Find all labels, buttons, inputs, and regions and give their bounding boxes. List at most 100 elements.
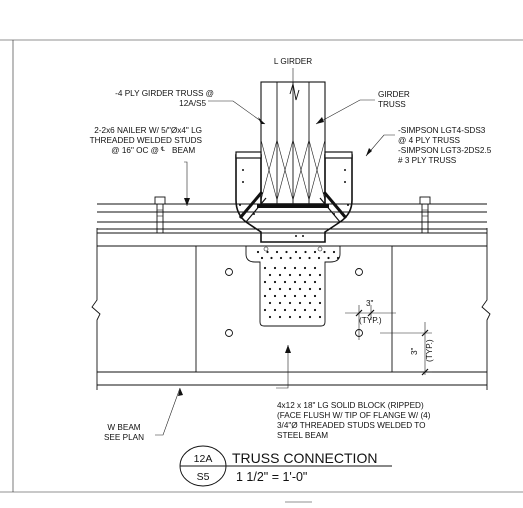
nail-dot xyxy=(298,287,302,291)
nail-dot xyxy=(278,287,282,291)
nail-dot xyxy=(273,280,277,284)
nail-dot xyxy=(303,308,307,312)
nail-dot xyxy=(332,250,336,254)
nail-dot xyxy=(268,315,272,319)
detail-title: TRUSS CONNECTION xyxy=(232,450,377,466)
nail-dot xyxy=(293,308,297,312)
girder-truss-label-1: GIRDER xyxy=(378,90,410,99)
girder-truss-label-2: TRUSS xyxy=(378,100,406,109)
nail-dot xyxy=(313,308,317,312)
nail-dot xyxy=(323,250,326,254)
nail-dot xyxy=(289,256,292,260)
nail-dot xyxy=(256,250,260,254)
nail-dot xyxy=(303,266,307,270)
nail-dot xyxy=(298,301,302,305)
block-label-2: (FACE FLUSH W/ TIP OF FLANGE W/ (4) xyxy=(277,411,431,420)
nail-dot xyxy=(283,308,287,312)
block-label-4: STEEL BEAM xyxy=(277,431,328,440)
nail-dot xyxy=(298,273,302,277)
dimension-horizontal xyxy=(345,305,396,340)
nail-dot xyxy=(283,266,287,270)
nail-dot xyxy=(263,280,267,284)
leader-lines xyxy=(155,68,395,436)
nail-dot xyxy=(260,256,264,260)
simpson-label-1: -SIMPSON LGT4-SDS3 xyxy=(398,126,486,135)
nail-dot xyxy=(308,273,312,277)
w-beam-label-1: W BEAM xyxy=(107,423,140,432)
nail-dot xyxy=(308,256,311,260)
nail-dot xyxy=(275,250,279,254)
nail-dot xyxy=(288,273,292,277)
simpson-label-4: # 3 PLY TRUSS xyxy=(398,156,457,165)
detail-scale: 1 1/2" = 1'-0" xyxy=(236,470,307,484)
nail-dot xyxy=(288,287,292,291)
nail-dot xyxy=(285,250,288,254)
nail-dot xyxy=(294,250,298,254)
nail-dot xyxy=(293,294,297,298)
ply-truss-label-1: -4 PLY GIRDER TRUSS @ xyxy=(115,89,214,98)
nail-dot xyxy=(278,273,282,277)
threaded-stud-right xyxy=(419,196,431,233)
girder-truss xyxy=(260,81,326,205)
nailer-label-2: THREADED WELDED STUDS xyxy=(90,136,203,145)
girder-centerline-label: L GIRDER xyxy=(274,57,312,66)
nail-dot xyxy=(298,256,302,260)
simpson-hanger xyxy=(235,151,353,252)
nail-dot xyxy=(298,315,302,319)
nail-dot xyxy=(293,280,297,284)
w-beam-label-2: SEE PLAN xyxy=(104,433,144,442)
nail-dot xyxy=(283,280,287,284)
nail-pattern xyxy=(256,250,340,319)
nailer-label-3: @ 16" OC @ xyxy=(111,146,159,155)
nail-dot xyxy=(273,294,277,298)
nail-dot xyxy=(288,315,292,319)
block-label-3: 3/4"Ø THREADED STUDS WELDED TO xyxy=(277,421,426,430)
dimension-v-typ: (TYP.) xyxy=(425,339,434,362)
nail-dot xyxy=(268,287,272,291)
nail-dot xyxy=(313,294,317,298)
nail-dot xyxy=(308,315,312,319)
nail-dot xyxy=(313,250,317,254)
block-label-1: 4x12 x 18" LG SOLID BLOCK (RIPPED) xyxy=(277,401,424,410)
nail-dot xyxy=(308,287,312,291)
centerline-symbol: ℄ xyxy=(160,147,165,153)
nail-dot xyxy=(266,250,269,254)
dimension-vertical xyxy=(380,322,432,376)
nail-dot xyxy=(263,266,267,270)
nail-dot xyxy=(273,266,277,270)
nail-dot xyxy=(268,301,272,305)
nail-dot xyxy=(318,315,322,319)
nail-dot xyxy=(288,301,292,305)
nail-dot xyxy=(278,301,282,305)
nailer-label-1: 2-2x6 NAILER W/ 5/"Øx4" LG xyxy=(94,126,202,135)
nail-dot xyxy=(273,308,277,312)
dimension-h-typ: (TYP.) xyxy=(359,316,382,325)
dimension-h-value: 3" xyxy=(366,299,374,308)
solid-block xyxy=(195,245,393,373)
nail-dot xyxy=(327,256,330,260)
nail-dot xyxy=(279,256,283,260)
nail-dot xyxy=(303,280,307,284)
nail-dot xyxy=(313,266,317,270)
nail-dot xyxy=(318,287,322,291)
ply-truss-label-2: 12A/S5 xyxy=(179,99,206,108)
nail-dot xyxy=(263,308,267,312)
nailer-label-4: BEAM xyxy=(172,146,195,155)
dimension-v-value: 3" xyxy=(410,347,419,355)
nail-dot xyxy=(336,256,340,260)
detail-sheet: S5 xyxy=(197,471,210,483)
nail-dot xyxy=(278,315,282,319)
nail-dot xyxy=(308,301,312,305)
nail-dot xyxy=(318,301,322,305)
nail-dot xyxy=(313,280,317,284)
detail-title-block: 12A S5 TRUSS CONNECTION 1 1/2" = 1'-0" xyxy=(179,445,392,487)
nail-dot xyxy=(304,250,307,254)
threaded-stud-left xyxy=(154,196,166,233)
nail-dot xyxy=(317,256,321,260)
nail-dot xyxy=(263,294,267,298)
nail-dot xyxy=(283,294,287,298)
nail-dot xyxy=(268,273,272,277)
nail-dot xyxy=(303,294,307,298)
